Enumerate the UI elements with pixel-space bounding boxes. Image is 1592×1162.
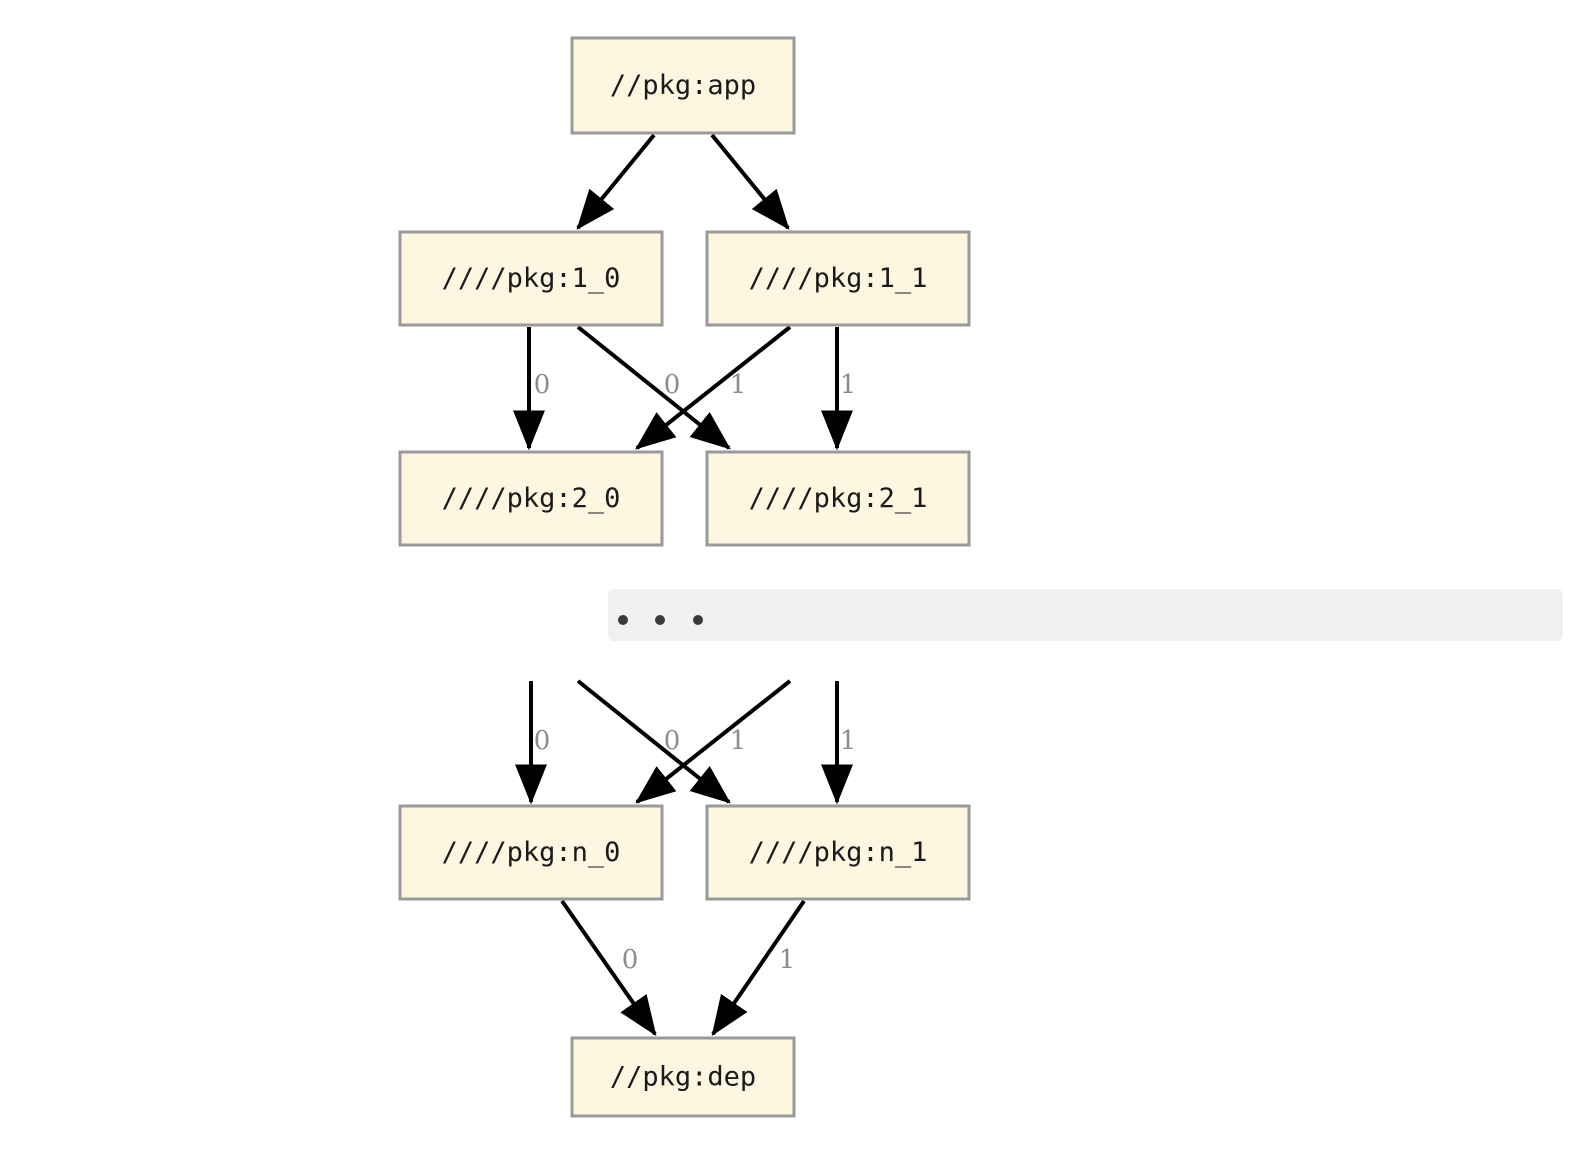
node-label: ////pkg:2_1 [749, 483, 928, 514]
node-label: //pkg:app [610, 70, 756, 101]
node-label: ////pkg:n_0 [442, 837, 621, 868]
node-n2_1[interactable]: ////pkg:2_1 [705, 450, 971, 547]
node-n1_1[interactable]: ////pkg:1_1 [705, 230, 971, 327]
edge-n1_1-to-n2_0 [635, 325, 792, 450]
edge-app-to-n1_0 [576, 133, 656, 230]
ellipsis-dot-1 [655, 615, 665, 625]
edge-label: 1 [840, 726, 857, 756]
node-box [705, 230, 971, 327]
node-nn_0[interactable]: ////pkg:n_0 [398, 804, 664, 901]
node-label: ////pkg:1_0 [442, 263, 621, 294]
node-box [705, 804, 971, 901]
ellipsis-dot-0 [618, 615, 628, 625]
node-n1_0[interactable]: ////pkg:1_0 [398, 230, 664, 327]
edge-n1_0-to-n2_1 [576, 325, 731, 450]
edge-label: 0 [664, 726, 681, 756]
edge-label-layer: 0 0 1 1 0 0 1 1 0 1 [534, 370, 857, 975]
ellipsis-dot-2 [693, 615, 703, 625]
edge-app-to-n1_1 [710, 133, 790, 230]
edge-label: 0 [664, 370, 681, 400]
node-app[interactable]: //pkg:app [570, 36, 796, 135]
edge-nn_1-to-dep [711, 899, 806, 1036]
edge-layer [513, 133, 853, 1036]
edge-label: 1 [730, 726, 747, 756]
edge-label: 1 [840, 370, 857, 400]
edge-hidden-to-nn_1 [576, 679, 731, 804]
node-box [705, 450, 971, 547]
node-box [398, 230, 664, 327]
ellipsis-separator [608, 589, 1563, 641]
node-box [570, 36, 796, 135]
node-nn_1[interactable]: ////pkg:n_1 [705, 804, 971, 901]
node-label: //pkg:dep [610, 1062, 756, 1093]
edge-hidden-to-nn_0 [635, 679, 792, 804]
edge-label: 1 [730, 370, 747, 400]
node-box [398, 804, 664, 901]
edge-label: 1 [779, 945, 796, 975]
node-label: ////pkg:n_1 [749, 837, 928, 868]
node-label: ////pkg:1_1 [749, 263, 928, 294]
node-box [398, 450, 664, 547]
edge-label: 0 [534, 726, 551, 756]
node-box [570, 1036, 796, 1118]
edge-label: 0 [534, 370, 551, 400]
edge-nn_0-to-dep [560, 899, 657, 1036]
node-dep[interactable]: //pkg:dep [570, 1036, 796, 1118]
edge-label: 0 [622, 945, 639, 975]
ellipsis-band [608, 589, 1563, 641]
node-layer: //pkg:app ////pkg:1_0 ////pkg:1_1 ////pkg:2… [398, 36, 971, 1118]
node-label: ////pkg:2_0 [442, 483, 621, 514]
node-n2_0[interactable]: ////pkg:2_0 [398, 450, 664, 547]
